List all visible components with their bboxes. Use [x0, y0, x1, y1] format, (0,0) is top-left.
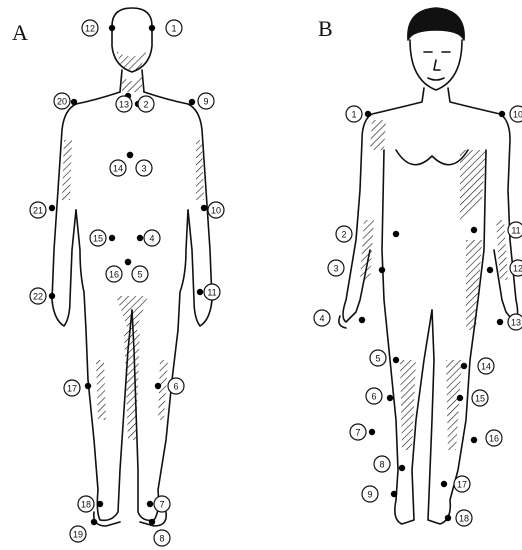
point-label-20: 20	[57, 97, 67, 107]
panel-b-point-labels: 123456789101112131415161718	[314, 106, 522, 526]
point-label-13: 13	[511, 318, 521, 328]
point-label-7: 7	[159, 500, 164, 510]
point-label-15: 15	[93, 234, 103, 244]
point-label-8: 8	[159, 534, 164, 544]
point-label-11: 11	[207, 288, 216, 298]
point-marker-18	[97, 501, 103, 507]
point-marker-8	[149, 519, 155, 525]
point-marker-1	[149, 25, 155, 31]
point-marker-18	[445, 515, 451, 521]
point-label-3: 3	[333, 264, 338, 274]
point-marker-17	[441, 481, 447, 487]
point-label-9: 9	[367, 490, 372, 500]
point-label-10: 10	[513, 110, 522, 120]
point-marker-15	[109, 235, 115, 241]
point-marker-4	[137, 235, 143, 241]
point-label-13: 13	[119, 100, 129, 110]
back-body-figure	[52, 8, 212, 526]
point-label-2: 2	[143, 100, 148, 110]
point-label-5: 5	[137, 270, 142, 280]
point-label-21: 21	[33, 206, 43, 216]
point-marker-6	[387, 395, 393, 401]
point-marker-19	[91, 519, 97, 525]
point-marker-1	[365, 111, 371, 117]
point-marker-2	[393, 231, 399, 237]
point-label-14: 14	[113, 164, 123, 174]
point-label-16: 16	[489, 434, 499, 444]
point-label-11: 11	[511, 226, 520, 236]
point-marker-14	[461, 363, 467, 369]
point-marker-5	[393, 357, 399, 363]
point-label-7: 7	[355, 428, 360, 438]
point-label-16: 16	[109, 270, 119, 280]
point-marker-11	[471, 227, 477, 233]
point-marker-14	[127, 152, 133, 158]
point-marker-9	[391, 491, 397, 497]
point-marker-20	[71, 99, 77, 105]
point-marker-12	[109, 25, 115, 31]
point-marker-16	[125, 259, 131, 265]
point-marker-15	[457, 395, 463, 401]
point-label-6: 6	[371, 392, 376, 402]
point-marker-10	[201, 205, 207, 211]
point-label-4: 4	[319, 314, 324, 324]
point-label-10: 10	[211, 206, 221, 216]
point-marker-22	[49, 293, 55, 299]
point-label-22: 22	[33, 292, 43, 302]
point-label-3: 3	[141, 164, 146, 174]
point-marker-10	[499, 111, 505, 117]
point-label-6: 6	[173, 382, 178, 392]
point-label-2: 2	[341, 230, 346, 240]
point-label-8: 8	[379, 460, 384, 470]
point-label-18: 18	[81, 500, 91, 510]
point-marker-16	[471, 437, 477, 443]
point-label-18: 18	[459, 514, 469, 524]
point-marker-12	[487, 267, 493, 273]
point-label-5: 5	[375, 354, 380, 364]
point-marker-8	[399, 465, 405, 471]
point-label-9: 9	[203, 97, 208, 107]
point-label-15: 15	[475, 394, 485, 404]
point-marker-11	[197, 289, 203, 295]
point-marker-13	[497, 319, 503, 325]
point-marker-17	[85, 383, 91, 389]
point-marker-21	[49, 205, 55, 211]
point-label-19: 19	[73, 530, 83, 540]
point-label-4: 4	[149, 234, 154, 244]
point-marker-3	[379, 267, 385, 273]
point-marker-4	[359, 317, 365, 323]
point-label-17: 17	[67, 384, 77, 394]
point-marker-7	[147, 501, 153, 507]
point-label-1: 1	[171, 24, 176, 34]
front-body-figure	[339, 8, 518, 524]
point-marker-9	[189, 99, 195, 105]
point-label-12: 12	[85, 24, 95, 34]
point-marker-7	[369, 429, 375, 435]
point-label-12: 12	[513, 264, 522, 274]
point-label-17: 17	[457, 480, 467, 490]
point-label-14: 14	[481, 362, 491, 372]
point-marker-6	[155, 383, 161, 389]
point-label-1: 1	[351, 110, 356, 120]
